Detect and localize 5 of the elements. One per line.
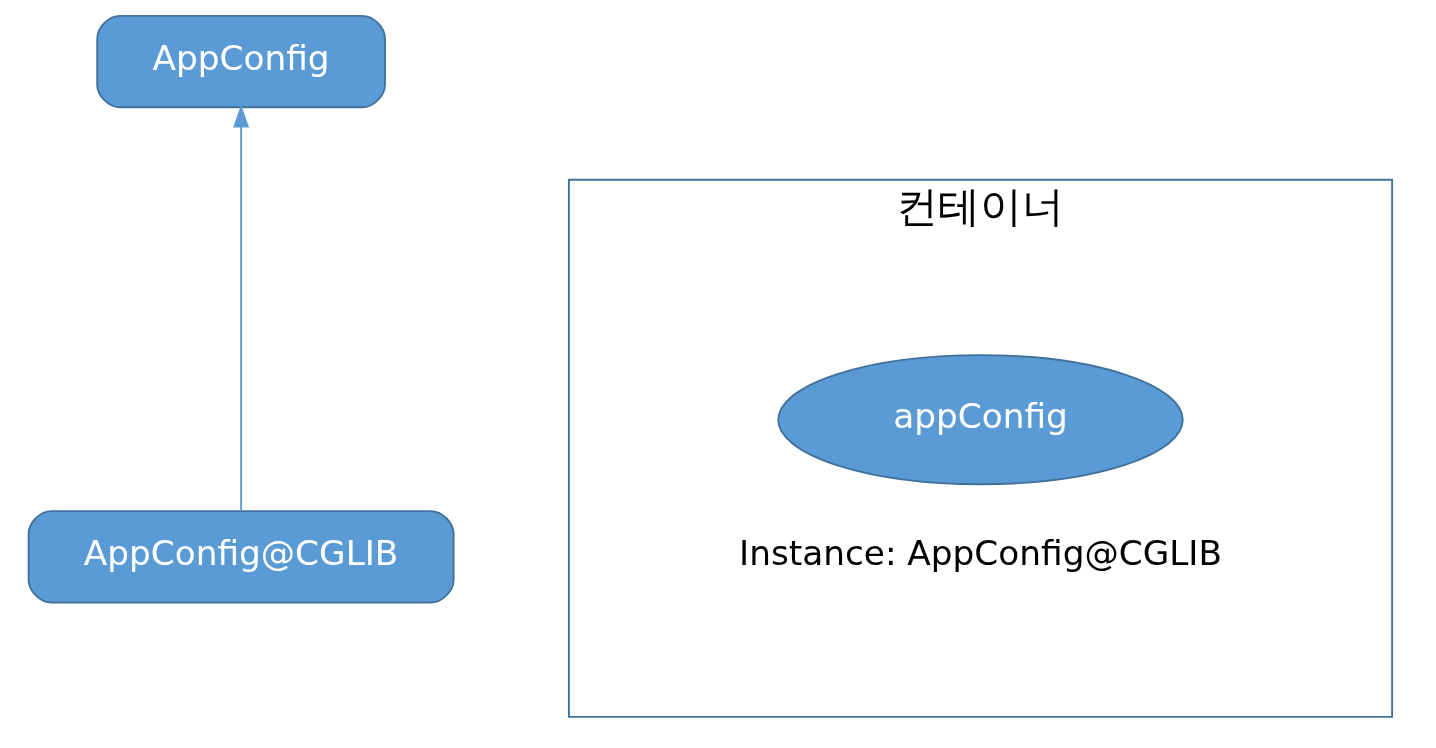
node-box: AppConfig xyxy=(96,14,386,109)
arrow xyxy=(233,104,250,512)
node-box: AppConfig@CGLIB xyxy=(27,510,455,604)
node-label: Instance: AppConfig@CGLIB xyxy=(739,533,1222,574)
node-ellipse: appConfig xyxy=(777,354,1184,486)
